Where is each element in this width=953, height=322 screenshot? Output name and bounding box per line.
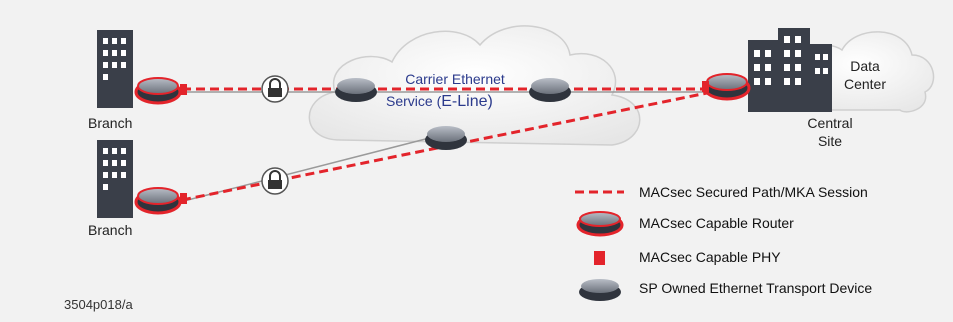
- branch-building-top: [97, 30, 133, 108]
- carrier-service-label-line2: Service (E-Line): [386, 93, 493, 110]
- branch-building-bottom: [97, 140, 133, 218]
- data-center-label-line1: Data: [850, 58, 880, 74]
- lock-icon: [261, 75, 289, 103]
- legend-capable-router-label: MACsec Capable Router: [639, 215, 794, 231]
- macsec-router-branch-top: [134, 77, 187, 105]
- lock-icon: [261, 167, 289, 195]
- macsec-router-branch-bottom: [134, 187, 187, 215]
- carrier-service-label-line1: Carrier Ethernet: [405, 71, 505, 87]
- legend-sp-device-label: SP Owned Ethernet Transport Device: [639, 280, 873, 296]
- central-site-buildings: [748, 28, 832, 112]
- legend-sp-device-icon: [579, 279, 621, 301]
- legend-router-icon: [576, 211, 624, 237]
- legend-phy-icon: [594, 251, 605, 265]
- data-center-label-line2: Center: [843, 76, 887, 92]
- sp-device-cloud-right: [529, 78, 571, 102]
- legend-symbols: [575, 190, 624, 301]
- sp-device-cloud-left: [335, 78, 377, 102]
- branch-label-bottom: Branch: [88, 222, 133, 238]
- figure-id: 3504p018/a: [64, 297, 133, 312]
- sp-device-cloud-bottom: [425, 126, 467, 150]
- e-line-text: E-Line: [441, 93, 488, 110]
- carrier-service-text: Service (: [386, 93, 442, 109]
- central-site-label-line2: Site: [817, 133, 843, 149]
- macsec-router-central: [702, 73, 751, 101]
- branch-label-top: Branch: [88, 115, 133, 131]
- carrier-service-close-paren: ): [487, 93, 493, 110]
- legend-capable-phy-label: MACsec Capable PHY: [639, 249, 781, 265]
- central-site-label-line1: Central: [807, 115, 853, 131]
- legend-secured-path-label: MACsec Secured Path/MKA Session: [639, 184, 868, 200]
